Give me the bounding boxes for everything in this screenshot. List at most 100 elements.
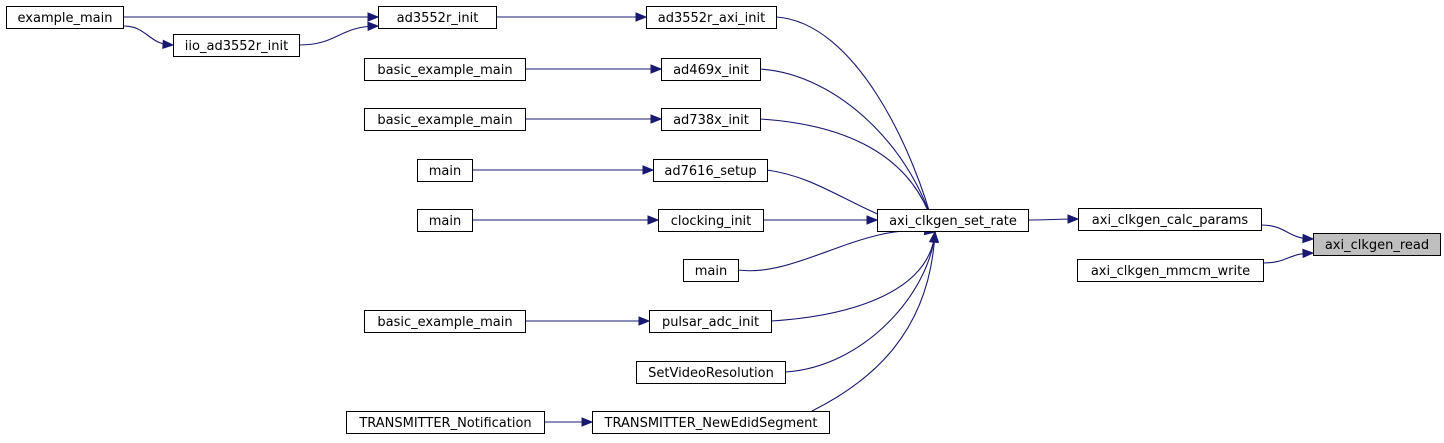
- node-label: pulsar_adc_init: [662, 315, 759, 330]
- edge-line: [759, 118, 936, 233]
- edge-ad3552r_init-to-ad3552r_axi_init: [496, 12, 648, 22]
- arrowhead-icon: [367, 21, 380, 32]
- node-basic_example_main_1[interactable]: basic_example_main: [364, 58, 526, 81]
- edge-line: [298, 25, 379, 46]
- node-ad469x_init[interactable]: ad469x_init: [661, 58, 761, 81]
- edge-main_2-to-clocking_init: [472, 215, 660, 225]
- node-box[interactable]: [1077, 259, 1264, 282]
- node-main_2[interactable]: main: [417, 209, 473, 232]
- node-label: main: [429, 164, 461, 179]
- node-label: ad7616_setup: [664, 164, 756, 179]
- arrowhead-icon: [638, 316, 651, 326]
- node-label: basic_example_main: [377, 63, 512, 78]
- node-box[interactable]: [658, 209, 764, 232]
- node-basic_example_main_2[interactable]: basic_example_main: [364, 108, 526, 131]
- node-box[interactable]: [364, 310, 526, 333]
- node-label: iio_ad3552r_init: [185, 39, 288, 54]
- arrowhead-icon: [367, 12, 380, 22]
- node-label: axi_clkgen_mmcm_write: [1091, 264, 1250, 279]
- node-label: main: [429, 214, 461, 229]
- node-clocking_init[interactable]: clocking_init: [658, 209, 764, 232]
- node-box[interactable]: [6, 6, 124, 29]
- node-box[interactable]: [661, 58, 761, 81]
- edge-basic_example_main_1-to-ad469x_init: [525, 64, 663, 74]
- node-set_video_resolution[interactable]: SetVideoResolution: [636, 361, 786, 384]
- edge-line: [770, 231, 936, 322]
- node-label: basic_example_main: [377, 315, 512, 330]
- node-label: TRANSMITTER_Notification: [358, 416, 531, 431]
- node-ad7616_setup[interactable]: ad7616_setup: [653, 159, 768, 182]
- node-box[interactable]: [683, 259, 739, 282]
- arrowhead-icon: [929, 230, 940, 243]
- edge-basic_example_main_2-to-ad738x_init: [525, 114, 663, 124]
- node-box[interactable]: [346, 411, 545, 434]
- node-main_direct[interactable]: main: [683, 259, 739, 282]
- node-box[interactable]: [661, 108, 761, 131]
- node-box[interactable]: [646, 6, 777, 29]
- arrowhead-icon: [650, 64, 663, 74]
- node-box[interactable]: [417, 159, 473, 182]
- arrowhead-icon: [650, 114, 663, 124]
- edge-example_main-to-iio_ad3552r_init: [122, 25, 175, 50]
- node-label: axi_clkgen_calc_params: [1092, 213, 1249, 228]
- node-example_main[interactable]: example_main: [6, 6, 124, 29]
- node-box[interactable]: [1078, 208, 1262, 231]
- node-box[interactable]: [649, 310, 772, 333]
- node-set_rate[interactable]: axi_clkgen_set_rate: [877, 209, 1029, 232]
- arrowhead-icon: [581, 417, 594, 427]
- edge-line: [784, 231, 936, 373]
- edge-pulsar_adc_init-to-set_rate: [770, 230, 939, 322]
- node-mmcm_write[interactable]: axi_clkgen_mmcm_write: [1077, 259, 1264, 282]
- edge-mmcm_write-to-target: [1262, 248, 1315, 264]
- node-label: TRANSMITTER_NewEdidSegment: [604, 416, 818, 431]
- node-label: ad469x_init: [673, 63, 749, 78]
- node-box[interactable]: [636, 361, 786, 384]
- node-box[interactable]: [173, 34, 300, 57]
- node-ad738x_init[interactable]: ad738x_init: [661, 108, 761, 131]
- node-label: basic_example_main: [377, 113, 512, 128]
- edge-set_rate-to-calc_params: [1027, 214, 1080, 224]
- arrowhead-icon: [1302, 233, 1315, 244]
- edge-main_direct-to-set_rate: [737, 225, 937, 272]
- node-box[interactable]: [592, 411, 830, 434]
- edge-line: [737, 229, 936, 272]
- node-box[interactable]: [364, 58, 526, 81]
- edge-calc_params-to-target: [1260, 224, 1315, 244]
- node-label: axi_clkgen_read: [1325, 238, 1429, 253]
- arrowhead-icon: [647, 215, 660, 225]
- node-box[interactable]: [378, 6, 497, 29]
- node-label: clocking_init: [671, 214, 752, 229]
- edge-line: [811, 231, 936, 412]
- node-ad3552r_axi_init[interactable]: ad3552r_axi_init: [646, 6, 777, 29]
- node-main_1[interactable]: main: [417, 159, 473, 182]
- node-label: SetVideoResolution: [648, 366, 774, 381]
- node-box[interactable]: [877, 209, 1029, 232]
- node-basic_example_main_3[interactable]: basic_example_main: [364, 310, 526, 333]
- node-pulsar_adc_init[interactable]: pulsar_adc_init: [649, 310, 772, 333]
- arrowhead-icon: [162, 39, 175, 50]
- node-target[interactable]: axi_clkgen_read: [1313, 233, 1441, 256]
- edge-line: [759, 68, 936, 233]
- node-box[interactable]: [417, 209, 473, 232]
- node-label: ad738x_init: [673, 113, 749, 128]
- edge-line: [775, 16, 936, 233]
- node-tx_new_edid_segment[interactable]: TRANSMITTER_NewEdidSegment: [592, 411, 830, 434]
- node-label: main: [695, 264, 727, 279]
- node-box[interactable]: [653, 159, 768, 182]
- arrowhead-icon: [1067, 214, 1080, 224]
- edge-ad469x_init-to-set_rate: [759, 68, 937, 234]
- node-label: axi_clkgen_set_rate: [889, 214, 1017, 229]
- node-label: example_main: [18, 11, 113, 26]
- arrowhead-icon: [866, 215, 879, 225]
- node-ad3552r_init[interactable]: ad3552r_init: [378, 6, 497, 29]
- edge-clocking_init-to-set_rate: [763, 215, 879, 225]
- edge-main_1-to-ad7616_setup: [472, 165, 655, 175]
- node-box[interactable]: [364, 108, 526, 131]
- arrowhead-icon: [635, 12, 648, 22]
- node-tx_notification[interactable]: TRANSMITTER_Notification: [346, 411, 545, 434]
- node-iio_ad3552r_init[interactable]: iio_ad3552r_init: [173, 34, 300, 57]
- node-box[interactable]: [1313, 233, 1441, 256]
- edge-ad3552r_axi_init-to-set_rate: [775, 16, 937, 234]
- node-calc_params[interactable]: axi_clkgen_calc_params: [1078, 208, 1262, 231]
- node-label: ad3552r_axi_init: [658, 11, 765, 26]
